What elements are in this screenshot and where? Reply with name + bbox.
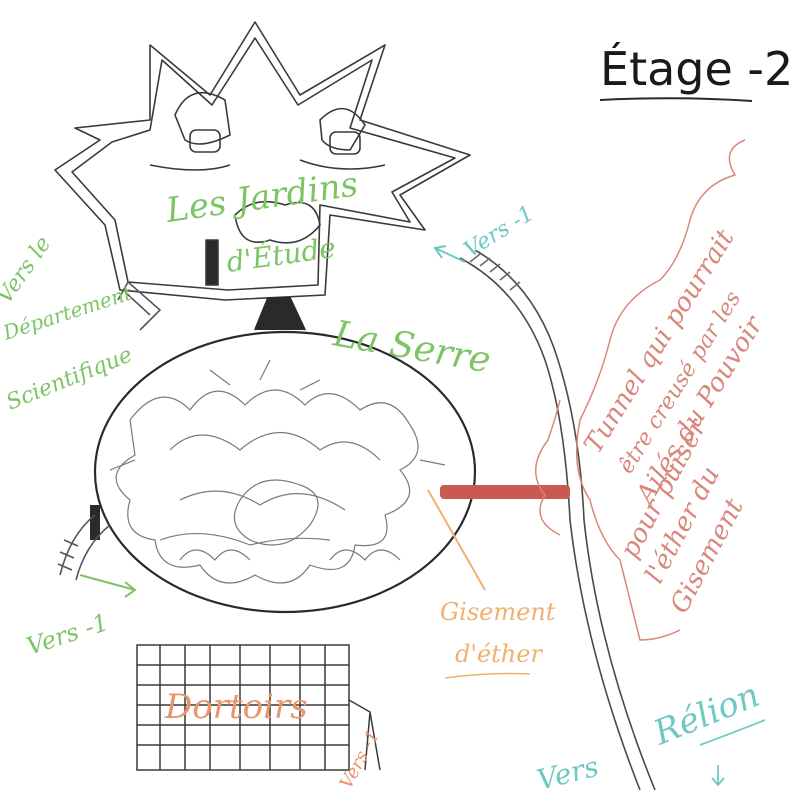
deposit-underline xyxy=(444,672,531,679)
arrow-left-corridor xyxy=(79,574,137,598)
science-exit-line3: Scientifique xyxy=(3,342,136,415)
dorms-exit-label: Vers -1 xyxy=(336,727,384,793)
deposit-label-line1: Gisement xyxy=(440,598,556,626)
greenhouse-side-door xyxy=(90,505,100,540)
left-corridor xyxy=(57,514,137,598)
greenhouse xyxy=(90,297,477,614)
relion-exit-line1: Vers xyxy=(534,750,602,797)
dormitories xyxy=(136,644,381,771)
relion-arrow xyxy=(699,719,766,787)
gardens-building xyxy=(54,21,471,301)
science-exit-line1: Vers le xyxy=(0,232,56,308)
plants-scribble xyxy=(109,359,446,584)
title-underline xyxy=(599,97,753,102)
gardens-label-line2: d'Étude xyxy=(224,231,337,279)
floor-title: Étage -2 xyxy=(600,42,793,96)
main-corridor xyxy=(433,245,656,791)
deposit-label: Gisement d'éther xyxy=(440,598,556,679)
proposed-tunnel xyxy=(440,399,570,536)
deposit-pointer xyxy=(427,489,486,591)
relion-exit-label: Vers Rélion xyxy=(534,675,766,797)
tunnel-note: Tunnel qui pourrait être creusé par les … xyxy=(578,224,770,618)
greenhouse-outline xyxy=(93,330,477,614)
deposit-label-line2: d'éther xyxy=(455,640,543,668)
title-block: Étage -2 xyxy=(599,42,793,102)
gardens-label-line1: Les Jardins xyxy=(163,164,361,231)
science-exit-label: Vers le Département Scientifique xyxy=(0,232,136,416)
dorms-label: Dortoirs xyxy=(164,687,308,727)
greenhouse-label: La Serre xyxy=(329,313,493,381)
greenhouse-entrance xyxy=(254,297,306,331)
science-corridor xyxy=(117,280,162,331)
tunnel-exit-label: Vers -1 xyxy=(460,201,539,263)
arrow-up-tunnel xyxy=(433,245,466,263)
note-bracket xyxy=(575,139,746,641)
gardens-label: Les Jardins d'Étude xyxy=(163,164,361,279)
left-exit-label: Vers -1 xyxy=(23,608,112,661)
